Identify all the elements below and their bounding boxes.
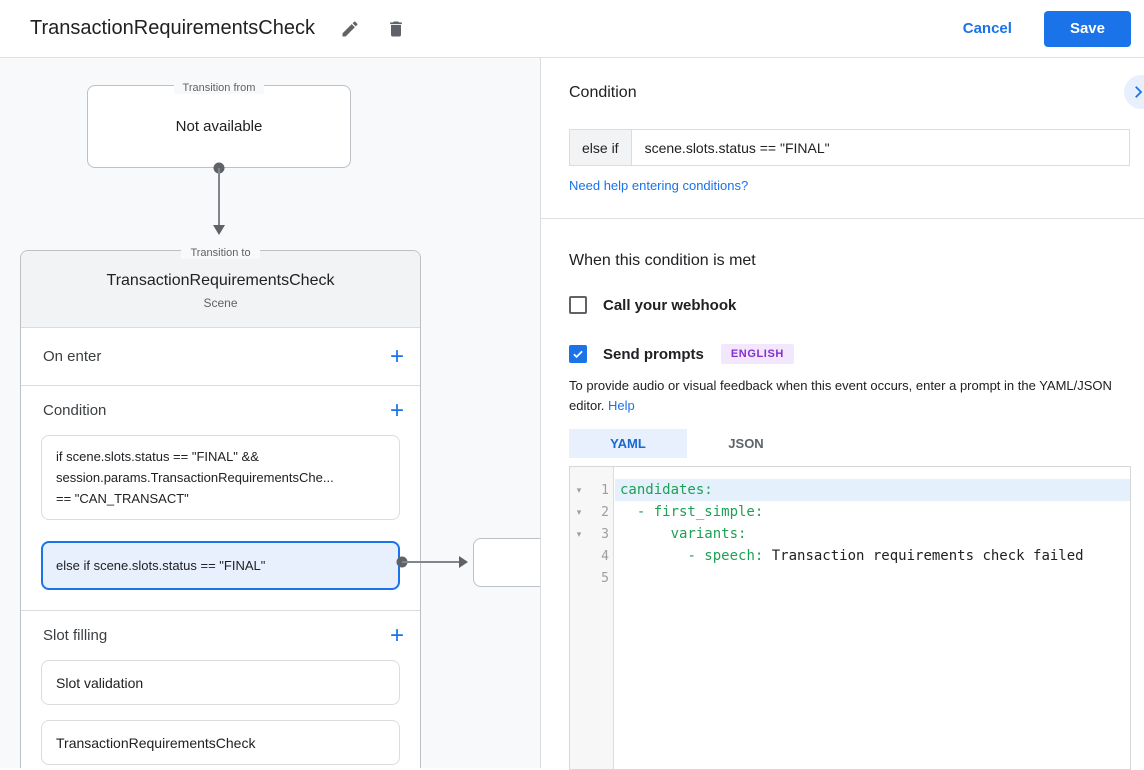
condition-line: == "CAN_TRANSACT": [56, 491, 189, 506]
pencil-icon: [342, 20, 358, 36]
checkmark-icon: [573, 350, 583, 359]
language-badge: ENGLISH: [720, 344, 794, 364]
line-number: 3: [601, 526, 609, 542]
condition-section-header: Condition +: [21, 386, 420, 435]
call-webhook-row[interactable]: Call your webhook: [569, 296, 736, 314]
page-title: TransactionRequirementsCheck: [30, 17, 315, 39]
send-prompts-row[interactable]: Send prompts ENGLISH: [569, 344, 794, 364]
condition-item-selected[interactable]: else if scene.slots.status == "FINAL": [41, 541, 400, 590]
when-condition-heading: When this condition is met: [569, 252, 756, 269]
editor-format-tabs: YAML JSON: [569, 429, 805, 458]
condition-item[interactable]: if scene.slots.status == "FINAL" && sess…: [41, 435, 400, 520]
line-number: 5: [601, 570, 609, 586]
code-line[interactable]: ▾2 - first_simple:: [570, 501, 1130, 523]
line-gutter: 5: [570, 571, 615, 586]
condition-prefix: else if: [569, 129, 632, 166]
scene-card-header: TransactionRequirementsCheck Scene: [21, 251, 420, 328]
on-enter-section: On enter +: [21, 328, 420, 386]
send-prompts-checkbox[interactable]: [569, 345, 587, 363]
code-text[interactable]: - first_simple:: [636, 504, 764, 520]
line-number: 1: [601, 482, 609, 498]
transition-from-legend: Transition from: [88, 78, 350, 96]
slot-filling-section: Slot filling + Slot validation Transacti…: [21, 611, 420, 765]
save-button[interactable]: Save: [1043, 10, 1131, 47]
code-line[interactable]: 5: [570, 567, 1130, 589]
code-text[interactable]: [615, 567, 1130, 589]
condition-label: Condition: [43, 402, 107, 419]
add-condition-button[interactable]: +: [389, 396, 404, 424]
cancel-button[interactable]: Cancel: [962, 20, 1012, 37]
fold-chevron-down-icon[interactable]: ▾: [576, 506, 582, 517]
send-prompts-label: Send prompts: [603, 345, 704, 363]
code-line[interactable]: ▾3 variants:: [570, 523, 1130, 545]
line-gutter: ▾3: [570, 527, 615, 542]
condition-line: else if scene.slots.status == "FINAL": [56, 558, 266, 573]
fold-chevron-down-icon[interactable]: ▾: [576, 484, 582, 495]
line-number: 4: [601, 548, 609, 564]
conditions-help-link[interactable]: Need help entering conditions?: [569, 178, 749, 193]
code-text[interactable]: variants:: [670, 526, 747, 542]
help-link[interactable]: Help: [608, 398, 635, 413]
webhook-label: Call your webhook: [603, 296, 737, 314]
on-enter-label: On enter: [43, 348, 102, 365]
condition-line: if scene.slots.status == "FINAL" &&: [56, 449, 259, 464]
line-gutter: ▾2: [570, 505, 615, 520]
condition-line: session.params.TransactionRequirementsCh…: [56, 470, 334, 485]
arrow-down-icon: [213, 225, 225, 235]
condition-input-group: else if: [569, 129, 1130, 166]
slot-item[interactable]: Slot validation: [41, 660, 400, 705]
collapse-panel-button[interactable]: [1124, 75, 1144, 109]
code-text[interactable]: - speech: Transaction requirements check…: [687, 548, 1084, 564]
line-gutter: ▾1: [570, 483, 615, 498]
chevron-right-icon: [1135, 86, 1143, 98]
slot-item[interactable]: TransactionRequirementsCheck: [41, 720, 400, 765]
condition-expression-input[interactable]: [631, 129, 1130, 166]
tab-json[interactable]: JSON: [728, 436, 764, 451]
slot-filling-header: Slot filling +: [21, 611, 420, 660]
divider: [541, 218, 1144, 219]
scene-title: TransactionRequirementsCheck: [106, 272, 335, 289]
scene-subtitle: Scene: [203, 296, 238, 310]
panel-heading: Condition: [569, 84, 637, 101]
transition-from-value: Not available: [175, 118, 263, 135]
trash-icon: [390, 21, 402, 36]
code-line[interactable]: 4 - speech: Transaction requirements che…: [570, 545, 1130, 567]
arrow-right-icon: [459, 556, 468, 568]
slot-filling-label: Slot filling: [43, 627, 108, 644]
transition-to-card: Transition to TransactionRequirementsChe…: [20, 247, 421, 768]
add-slot-button[interactable]: +: [389, 621, 404, 649]
condition-section: Condition + if scene.slots.status == "FI…: [21, 386, 420, 611]
line-gutter: 4: [570, 549, 615, 564]
fold-chevron-down-icon[interactable]: ▾: [576, 528, 582, 539]
condition-editor-panel: Condition else if Need help entering con…: [540, 58, 1144, 770]
editor-gutter: [570, 467, 614, 769]
description-text: To provide audio or visual feedback when…: [569, 378, 1112, 413]
delete-button[interactable]: [385, 18, 407, 40]
edit-button[interactable]: [339, 18, 361, 40]
add-on-enter-button[interactable]: +: [389, 342, 404, 370]
webhook-checkbox[interactable]: [569, 296, 587, 314]
tab-yaml[interactable]: YAML: [569, 429, 687, 458]
top-bar: TransactionRequirementsCheck Cancel Save: [0, 0, 1144, 58]
transition-from-box[interactable]: Transition from Not available: [87, 82, 351, 168]
code-text[interactable]: candidates:: [615, 479, 1130, 501]
line-number: 2: [601, 504, 609, 520]
prompt-description: To provide audio or visual feedback when…: [569, 376, 1128, 416]
